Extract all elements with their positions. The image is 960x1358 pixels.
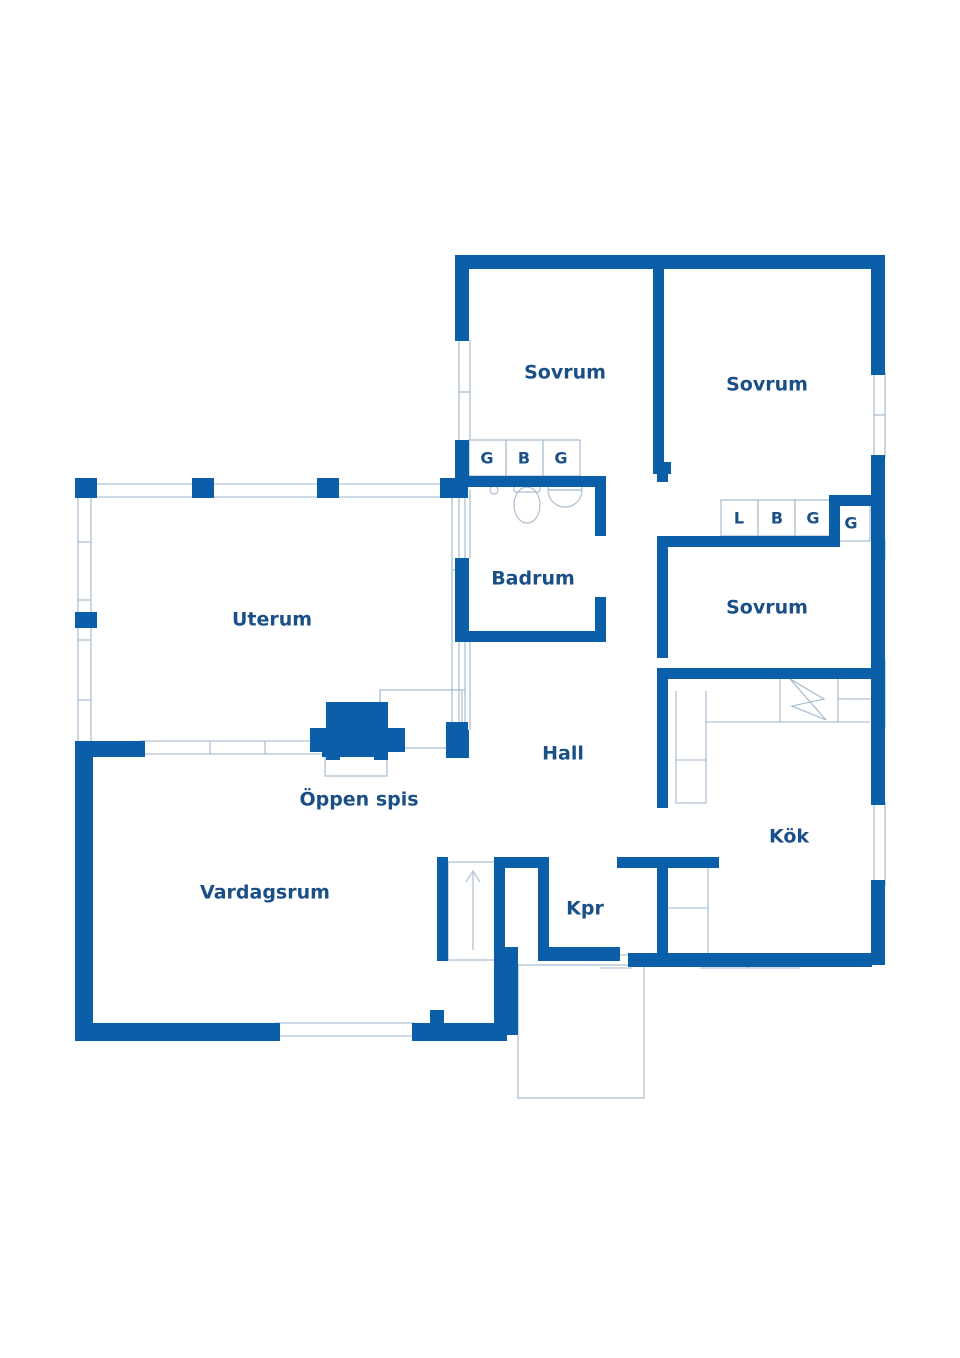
- closet-label-badrum-2: B: [518, 449, 530, 468]
- stair-arrow-icon: [465, 869, 481, 950]
- closet-label-sovrum-4: G: [844, 514, 857, 533]
- closet-label-sovrum-3: G: [806, 509, 819, 528]
- room-label-sovrum-mid-right: Sovrum: [726, 597, 808, 619]
- room-labels: Sovrum Sovrum Badrum Uterum Sovrum Hall …: [200, 362, 809, 920]
- room-label-kok: Kök: [769, 826, 809, 848]
- closet-labels: G B G L B G G: [480, 449, 857, 533]
- room-label-kpr: Kpr: [566, 898, 604, 920]
- closet-label-badrum-3: G: [554, 449, 567, 468]
- room-label-hall: Hall: [542, 743, 584, 765]
- walls: [75, 255, 885, 1041]
- closet-label-sovrum-1: L: [734, 509, 744, 528]
- room-label-oppen-spis: Öppen spis: [299, 787, 418, 811]
- room-label-uterum: Uterum: [232, 609, 312, 631]
- room-label-badrum: Badrum: [491, 568, 575, 590]
- room-label-sovrum-top-left: Sovrum: [524, 362, 606, 384]
- closet-label-badrum-1: G: [480, 449, 493, 468]
- room-label-vardagsrum: Vardagsrum: [200, 882, 330, 904]
- closet-label-sovrum-2: B: [771, 509, 783, 528]
- room-label-sovrum-top-right: Sovrum: [726, 374, 808, 396]
